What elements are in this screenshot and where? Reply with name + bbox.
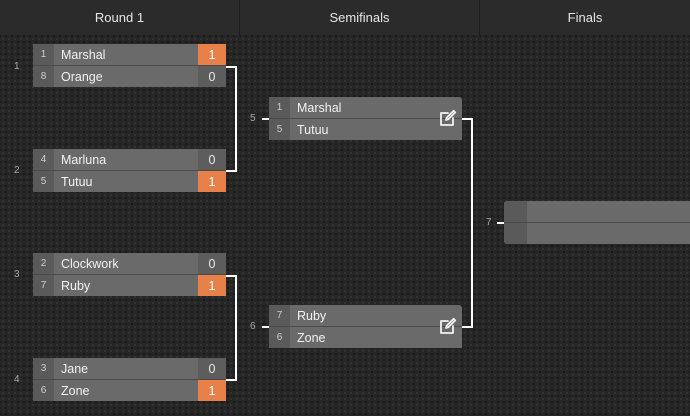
participant-name: Marshal [61, 47, 106, 62]
seed: 1 [269, 97, 290, 118]
match-slot[interactable] [504, 201, 690, 223]
match-number: 1 [14, 61, 20, 72]
seed: 7 [269, 305, 290, 326]
match-slot[interactable]: 7 5 Tutuu [269, 119, 462, 140]
seed: 4 [33, 149, 54, 170]
match-slot[interactable]: 8 Orange 0 [33, 66, 226, 87]
score: 0 [198, 253, 226, 274]
participant-name: Zone [61, 383, 90, 398]
match-number: 7 [486, 217, 492, 228]
score: 0 [198, 358, 226, 379]
match-slot[interactable]: 3 Jane 0 [33, 358, 226, 380]
participant-name: Ruby [297, 308, 327, 323]
match-slot[interactable] [504, 223, 690, 244]
participant-name: Marluna [61, 152, 107, 167]
participant-name: Orange [61, 69, 103, 84]
seed: 6 [33, 380, 54, 401]
connector-line [262, 326, 270, 328]
participant-name: Ruby [61, 278, 91, 293]
match-slot[interactable]: 7 Ruby 1 [33, 275, 226, 296]
match-slot[interactable]: 1 Marshal [269, 97, 462, 119]
seed [504, 201, 527, 222]
match-number: 3 [14, 269, 20, 280]
score: 1 [198, 380, 226, 401]
participant-name: Zone [297, 330, 326, 345]
match-slot[interactable]: 6 Zone [269, 327, 462, 348]
connector-line [462, 118, 472, 120]
participant-name: Tutuu [61, 174, 93, 189]
match-4[interactable]: 3 Jane 0 6 Zone 1 [33, 358, 226, 401]
seed: 7 [33, 275, 54, 296]
connector-line [235, 66, 237, 172]
participant-name: Marshal [297, 100, 342, 115]
edit-icon[interactable] [438, 108, 458, 128]
match-slot[interactable]: 2 Clockwork 0 [33, 253, 226, 275]
participant-name: Tutuu [297, 122, 329, 137]
match-slot[interactable]: 7 Ruby [269, 305, 462, 327]
score: 0 [198, 149, 226, 170]
match-1[interactable]: 1 Marshal 1 8 Orange 0 [33, 44, 226, 87]
connector-line [235, 275, 237, 381]
score: 0 [198, 66, 226, 87]
match-2[interactable]: 4 Marluna 0 5 Tutuu 1 [33, 149, 226, 192]
match-number: 5 [250, 113, 256, 124]
seed: 8 [33, 66, 54, 87]
seed: 6 [269, 327, 290, 348]
match-number: 6 [250, 321, 256, 332]
participant-name: Clockwork [61, 256, 119, 271]
round-header-round-1: Round 1 [0, 0, 240, 35]
score: 1 [198, 275, 226, 296]
round-header-finals: Finals [480, 0, 690, 35]
connector-line [462, 326, 472, 328]
match-slot[interactable]: 5 Tutuu 1 [33, 171, 226, 192]
connector-line [226, 170, 236, 172]
match-slot[interactable]: 1 Marshal 1 [33, 44, 226, 66]
seed: 5 [269, 119, 290, 140]
match-3[interactable]: 2 Clockwork 0 7 Ruby 1 [33, 253, 226, 296]
rounds-header: Round 1 Semifinals Finals [0, 0, 690, 35]
score: 1 [198, 44, 226, 65]
match-7[interactable] [504, 201, 690, 244]
seed: 3 [33, 358, 54, 379]
edit-icon[interactable] [438, 316, 458, 336]
connector-line [262, 118, 270, 120]
seed: 5 [33, 171, 54, 192]
match-slot[interactable]: 6 Zone 1 [33, 380, 226, 401]
participant-name: Jane [61, 361, 89, 376]
connector-line [497, 222, 505, 224]
round-header-semifinals: Semifinals [240, 0, 480, 35]
score: 1 [198, 171, 226, 192]
match-number: 4 [14, 374, 20, 385]
connector-line [471, 118, 473, 328]
connector-line [226, 275, 236, 277]
seed [504, 223, 527, 244]
match-5[interactable]: 1 Marshal 7 5 Tutuu [269, 97, 462, 140]
match-number: 2 [14, 165, 20, 176]
seed: 1 [33, 44, 54, 65]
connector-line [226, 379, 236, 381]
match-slot[interactable]: 4 Marluna 0 [33, 149, 226, 171]
match-6[interactable]: 7 Ruby 6 Zone [269, 305, 462, 348]
connector-line [226, 66, 236, 68]
seed: 2 [33, 253, 54, 274]
